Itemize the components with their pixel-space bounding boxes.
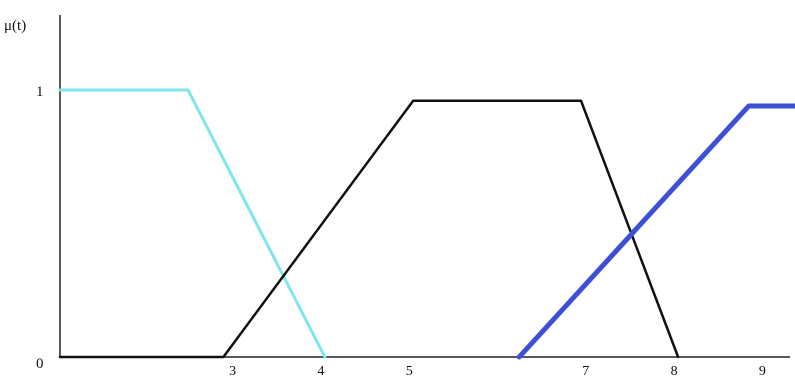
x-tick-label: 5 (406, 364, 413, 378)
x-tick-label: 8 (671, 364, 678, 378)
series-line-1 (58, 88, 327, 359)
x-tick-label: 7 (582, 364, 589, 378)
x-tick-label: 3 (229, 364, 236, 378)
x-tick-label: 9 (759, 364, 766, 378)
y-tick-label: 0 (36, 356, 44, 372)
x-ticks: 34578910 (229, 364, 766, 379)
y-ticks: 01 (36, 84, 44, 372)
y-tick-label: 1 (36, 84, 44, 100)
series (58, 88, 795, 360)
series-line-2 (58, 99, 680, 359)
series-line-3 (516, 103, 795, 360)
axes (59, 15, 790, 358)
x-tick-label: 4 (317, 364, 324, 378)
y-axis-title: μ(t) (4, 18, 26, 34)
